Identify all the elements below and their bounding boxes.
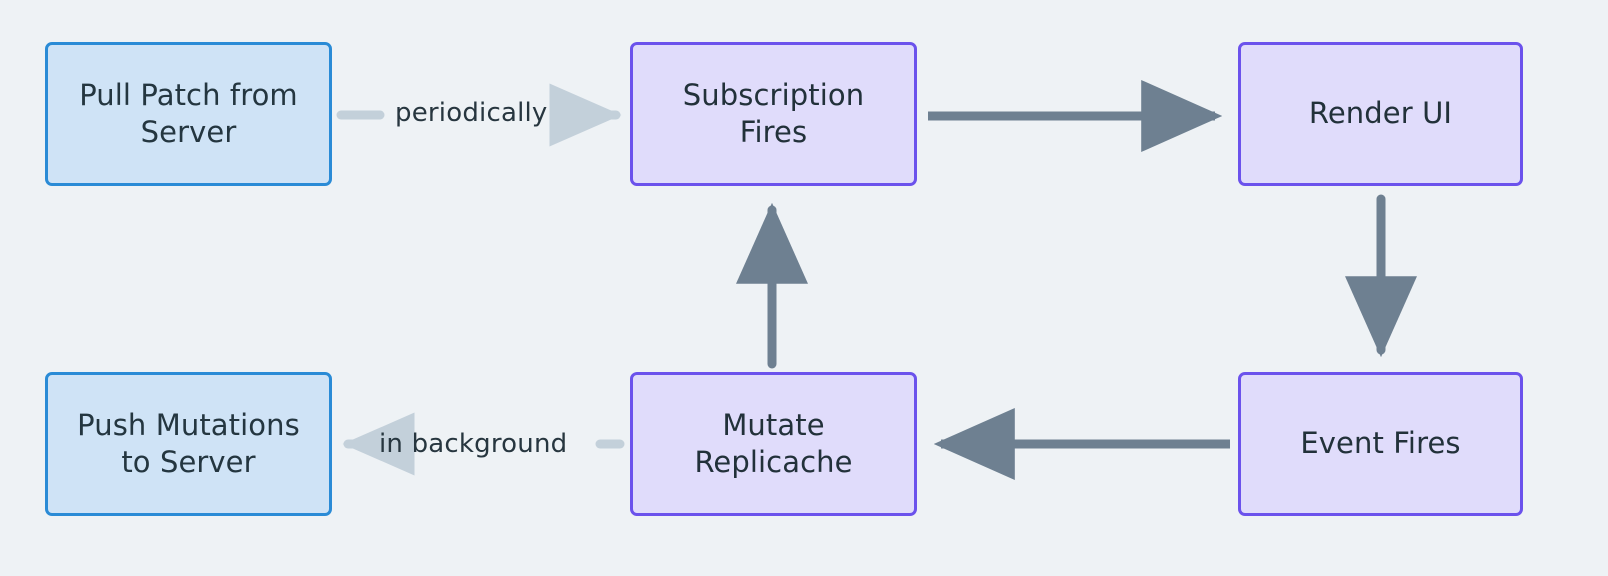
node-label: Push Mutations to Server xyxy=(77,407,300,479)
node-event-fires[interactable]: Event Fires xyxy=(1238,372,1523,516)
node-mutate-replicache[interactable]: Mutate Replicache xyxy=(630,372,917,516)
node-push-mutations-to-server[interactable]: Push Mutations to Server xyxy=(45,372,332,516)
node-label: Pull Patch from Server xyxy=(79,77,298,149)
node-label: Subscription Fires xyxy=(682,77,865,149)
node-label: Mutate Replicache xyxy=(694,407,853,479)
node-render-ui[interactable]: Render UI xyxy=(1238,42,1523,186)
node-pull-patch-from-server[interactable]: Pull Patch from Server xyxy=(45,42,332,186)
node-subscription-fires[interactable]: Subscription Fires xyxy=(630,42,917,186)
edge-label-periodically: periodically xyxy=(395,98,548,128)
node-label: Render UI xyxy=(1308,96,1453,131)
node-label: Event Fires xyxy=(1300,426,1461,461)
edge-label-in-background: in background xyxy=(379,429,568,459)
